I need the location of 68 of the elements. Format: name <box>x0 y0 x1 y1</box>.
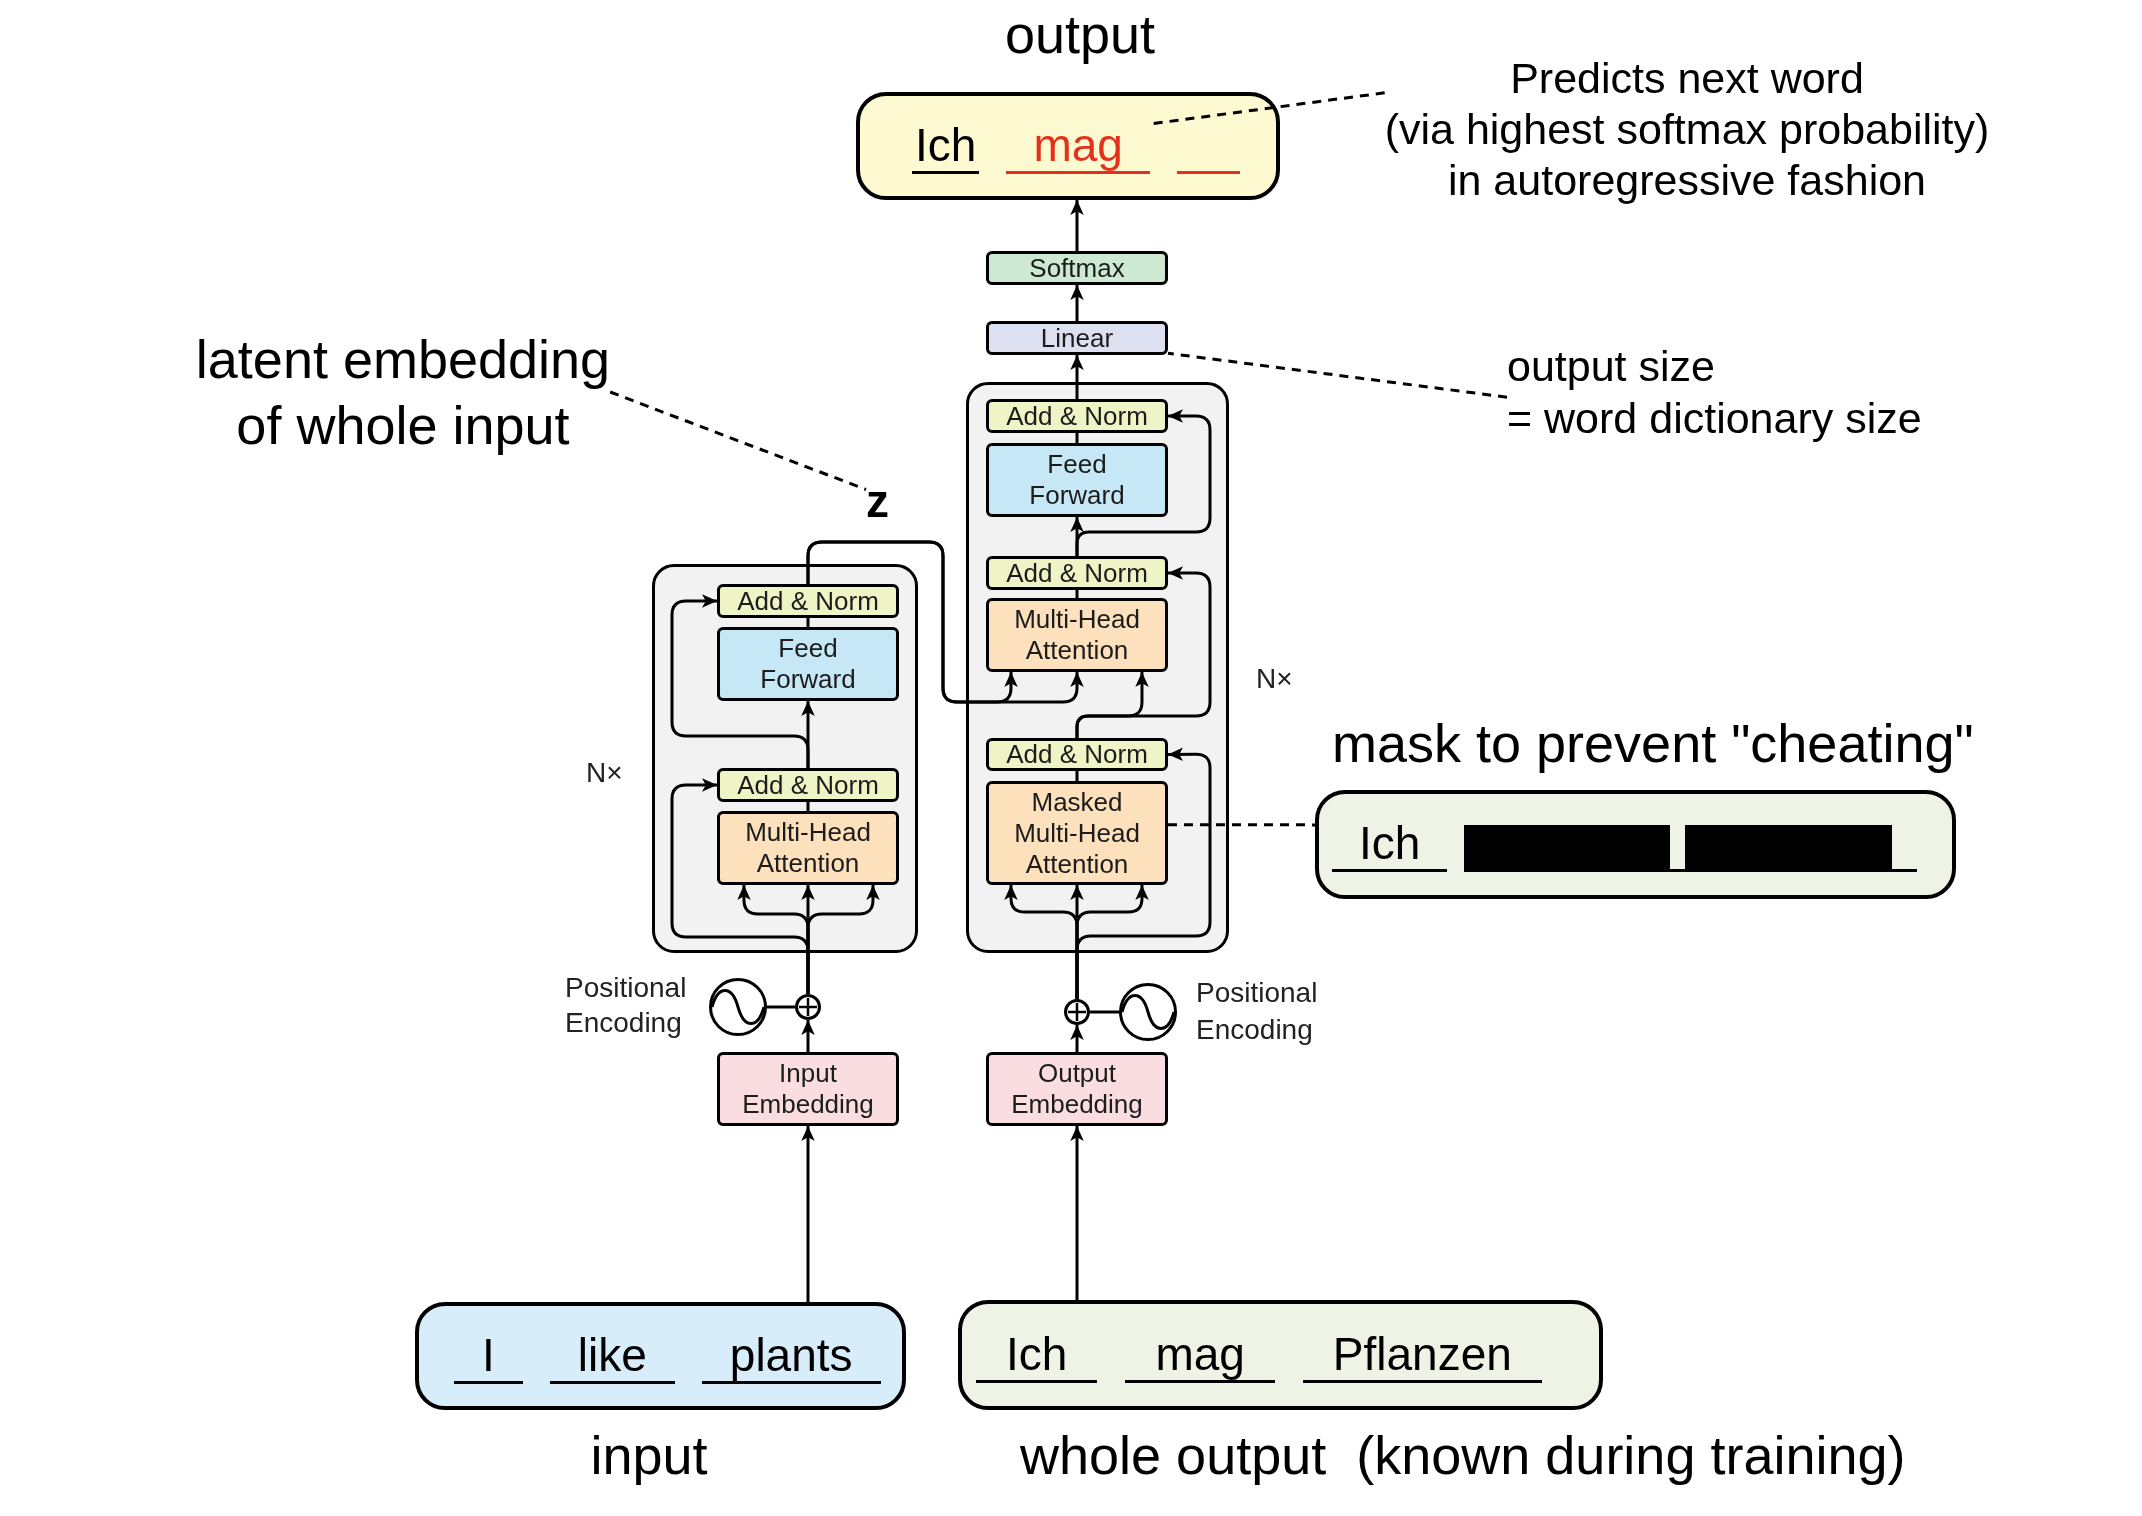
masked-sequence-panel <box>1315 790 1956 899</box>
predicted-word: mag <box>1006 118 1150 174</box>
connector-line <box>1075 433 1079 443</box>
add-norm-block: Add & Norm <box>986 738 1168 771</box>
target-sequence-panel <box>958 1300 1603 1410</box>
underlined-word: Ich <box>976 1327 1098 1383</box>
layer-stack-panel <box>652 564 918 953</box>
arrow <box>1075 566 1212 738</box>
layer-stack-panel <box>966 382 1229 953</box>
leader-line <box>1168 823 1315 827</box>
arrow <box>1070 285 1084 321</box>
underlined-word: Pflanzen <box>1302 1327 1542 1383</box>
connector-line <box>1090 1010 1119 1014</box>
arrow <box>1070 200 1084 251</box>
feed-forward-block: Feed Forward <box>986 443 1168 517</box>
arrow <box>1070 1025 1084 1052</box>
arrow <box>1070 355 1084 399</box>
connector-line <box>806 618 810 627</box>
arrow <box>670 778 810 994</box>
underlined-word: Ich <box>912 118 980 174</box>
underlined-word: plants <box>701 1328 881 1384</box>
caption-text: input <box>590 1424 708 1486</box>
input-sequence-panel <box>415 1302 906 1410</box>
leader-line <box>609 390 867 491</box>
caption-text: whole output (known during training) <box>1020 1424 1906 1486</box>
annotation-text: latent embedding of whole input <box>195 326 611 458</box>
underlined-word: I <box>454 1328 523 1384</box>
connector-line <box>1075 771 1079 781</box>
addition-symbol <box>1064 999 1090 1025</box>
arrow <box>806 540 1084 704</box>
feed-forward-block: Feed Forward <box>717 627 899 701</box>
underlined-word: like <box>549 1328 675 1384</box>
masked-attention-block: Masked Multi-Head Attention <box>986 781 1168 885</box>
attention-block: Multi-Head Attention <box>986 598 1168 672</box>
connector-line <box>806 802 810 811</box>
leader-line <box>1167 351 1508 399</box>
embedding-block: Input Embedding <box>717 1052 899 1126</box>
attention-block: Multi-Head Attention <box>717 811 899 885</box>
linear-block: Linear <box>986 321 1168 355</box>
underlined-word: mag <box>1125 1327 1275 1383</box>
arrow <box>1070 1126 1084 1300</box>
connector-line <box>767 1005 795 1009</box>
softmax-block: Softmax <box>986 251 1168 285</box>
underlined-word: Ich <box>1332 817 1448 872</box>
arrow <box>1075 747 1212 999</box>
addition-symbol <box>795 994 821 1020</box>
embedding-block: Output Embedding <box>986 1052 1168 1126</box>
connector-line <box>1075 590 1079 598</box>
arrow <box>1075 409 1212 556</box>
heading-text: mask to prevent "cheating" <box>1332 712 1974 774</box>
add-norm-block: Add & Norm <box>986 556 1168 590</box>
arrow <box>801 1020 815 1052</box>
symbol-label: Positional Encoding <box>565 971 687 1040</box>
add-norm-block: Add & Norm <box>717 584 899 618</box>
symbol-label: Positional Encoding <box>1196 976 1318 1047</box>
annotation-text: output size = word dictionary size <box>1507 340 1922 444</box>
heading-text: output <box>1004 4 1156 64</box>
variable-label: z <box>866 478 889 524</box>
sine-wave-symbol <box>1119 983 1177 1041</box>
arrow <box>801 1126 815 1302</box>
output-sequence-panel <box>856 92 1280 200</box>
sine-wave-symbol <box>709 978 767 1036</box>
repeat-count-label: N× <box>586 756 623 790</box>
add-norm-block: Add & Norm <box>986 399 1168 433</box>
add-norm-block: Add & Norm <box>717 768 899 802</box>
repeat-count-label: N× <box>1256 662 1293 696</box>
annotation-text: Predicts next word (via highest softmax probability) in autoregressive fashion <box>1384 53 1990 206</box>
arrow <box>670 594 810 768</box>
